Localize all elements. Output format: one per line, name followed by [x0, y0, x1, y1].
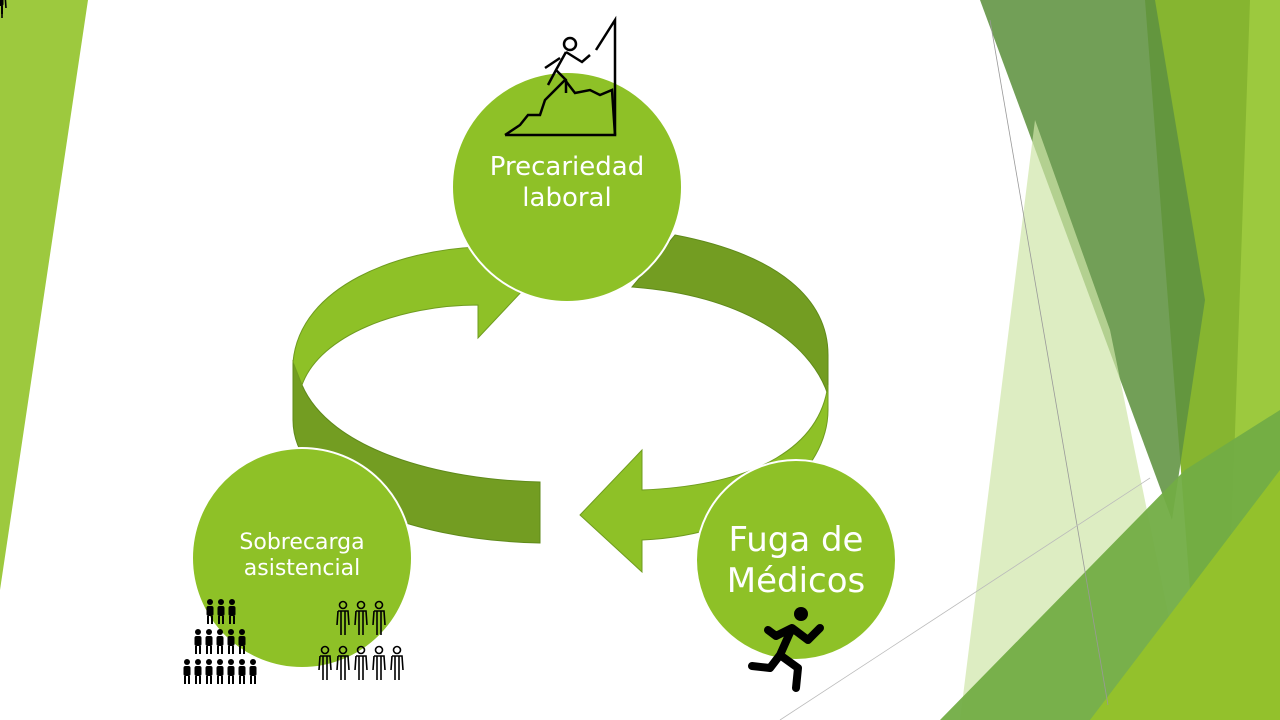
label-line: laboral — [522, 183, 612, 214]
climber-icon — [504, 15, 617, 137]
node-label-fuga: Fuga de Médicos — [696, 520, 896, 602]
node-circle-fuga — [695, 459, 897, 661]
node-label-precariedad: Precariedad laboral — [467, 152, 667, 214]
right-decoration — [779, 0, 1280, 720]
node-label-sobrecarga: Sobrecarga asistencial — [202, 530, 402, 583]
label-line: Precariedad — [489, 152, 645, 182]
left-accent-strip — [0, 0, 88, 590]
label-line: Fuga de — [728, 520, 864, 560]
running-man-icon — [748, 607, 824, 692]
label-line: asistencial — [243, 556, 361, 582]
node-circle-sobrecarga — [191, 447, 413, 669]
node-circle-precariedad — [451, 71, 683, 303]
cycle-arrow-right-dark — [630, 234, 829, 396]
label-line: Médicos — [726, 560, 866, 601]
label-line: Sobrecarga — [239, 530, 365, 555]
